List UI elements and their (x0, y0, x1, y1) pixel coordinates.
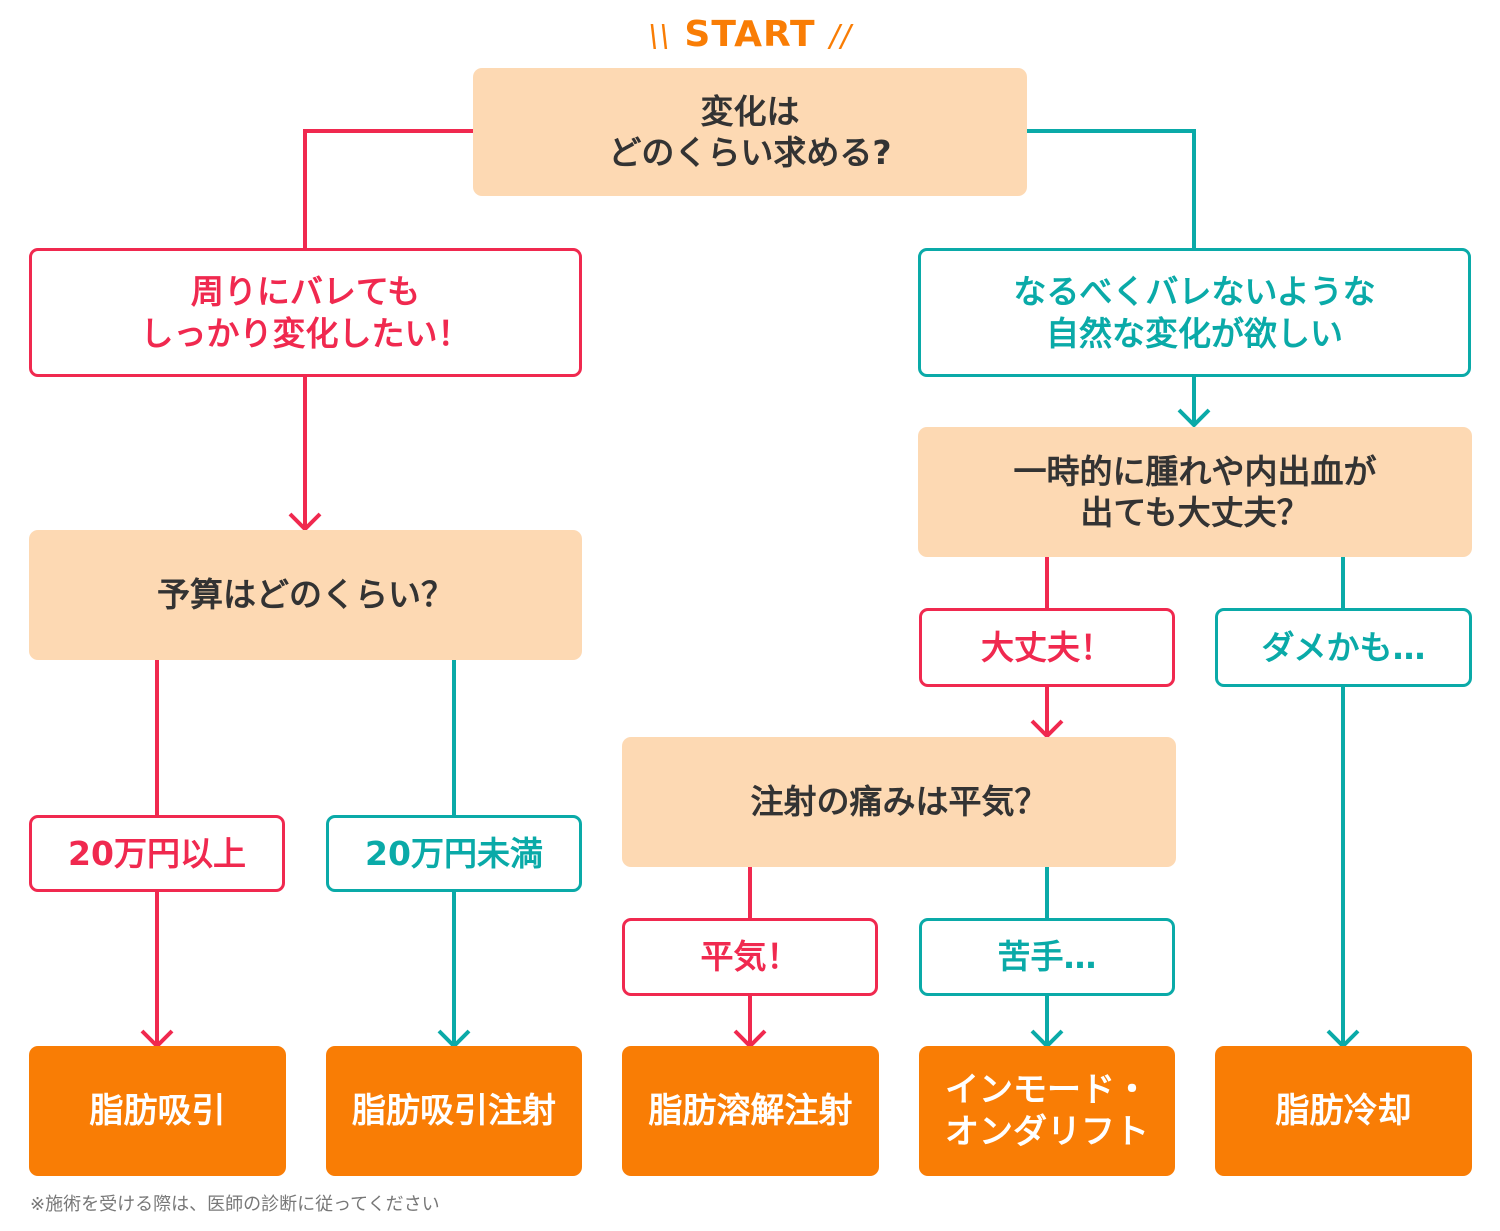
start-label: \\ START // (0, 14, 1500, 55)
question-line: 注射の痛みは平気？ (750, 782, 1048, 822)
question-line: 出ても大丈夫？ (1080, 493, 1310, 532)
question-swelling: 一時的に腫れや内出血が 出ても大丈夫？ (918, 427, 1472, 557)
question-line: 一時的に腫れや内出血が (1013, 451, 1377, 491)
answer-label: ダメかも… (1261, 627, 1426, 667)
answer-noticeable-change: 周りにバレても しっかり変化したい！ (29, 248, 582, 377)
arrow-head-swelling (1177, 408, 1211, 428)
answer-natural-change: なるべくバレないような 自然な変化が欲しい (918, 248, 1471, 377)
answer-pain-fine: 平気！ (622, 918, 878, 996)
answer-label: 20万円未満 (365, 833, 543, 873)
answer-line: しっかり変化したい！ (140, 313, 471, 353)
answer-line: なるべくバレないような (1013, 272, 1376, 312)
answer-label: 20万円以上 (68, 833, 246, 873)
connector-q1-right (1027, 129, 1196, 248)
answer-label: 平気！ (700, 937, 800, 977)
answer-label: 大丈夫！ (981, 627, 1113, 667)
result-fat-dissolving-injection: 脂肪溶解注射 (622, 1046, 879, 1176)
result-line: オンダリフト (945, 1112, 1149, 1152)
question-line: 予算はどのくらい？ (157, 575, 454, 615)
result-liposuction-injection: 脂肪吸引注射 (326, 1046, 582, 1176)
result-fat-freezing: 脂肪冷却 (1215, 1046, 1472, 1176)
result-inmode-ondalift: インモード・ オンダリフト (919, 1046, 1175, 1176)
answer-over-200k: 20万円以上 (29, 815, 285, 892)
result-line: 脂肪溶解注射 (648, 1090, 853, 1131)
arrow-head-pain (1030, 719, 1064, 739)
connector-q1-left (303, 129, 473, 248)
result-line: 脂肪吸引注射 (352, 1090, 556, 1131)
answer-swelling-ok: 大丈夫！ (919, 608, 1175, 687)
start-text: START (684, 14, 816, 55)
answer-line: 自然な変化が欲しい (1046, 313, 1343, 353)
result-line: 脂肪吸引 (89, 1090, 226, 1131)
answer-line: 周りにバレても (190, 272, 421, 312)
question-budget: 予算はどのくらい？ (29, 530, 582, 660)
start-deco-right: // (829, 19, 852, 54)
answer-label: 苦手… (997, 937, 1097, 977)
answer-pain-bad: 苦手… (919, 918, 1175, 996)
start-deco-left: \\ (648, 19, 671, 54)
footnote: ※施術を受ける際は、医師の診断に従ってください (30, 1194, 440, 1215)
question-change-amount: 変化は どのくらい求める? (473, 68, 1027, 196)
arrow-head-budget (288, 512, 322, 532)
answer-under-200k: 20万円未満 (326, 815, 582, 892)
question-injection-pain: 注射の痛みは平気？ (622, 737, 1176, 867)
result-line: インモード・ (945, 1069, 1149, 1110)
result-liposuction: 脂肪吸引 (29, 1046, 286, 1176)
answer-swelling-ng: ダメかも… (1215, 608, 1472, 687)
result-line: 脂肪冷却 (1275, 1090, 1412, 1131)
question-line: どのくらい求める? (608, 133, 892, 172)
question-line: 変化は (700, 91, 800, 131)
